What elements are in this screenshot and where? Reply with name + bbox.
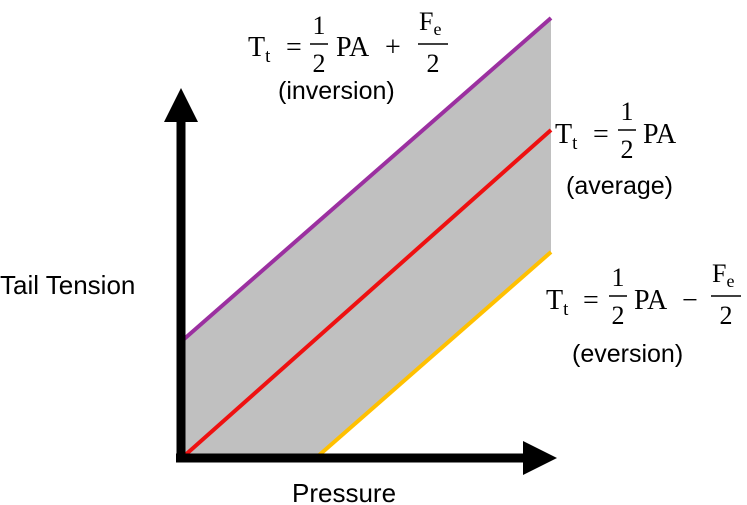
eversion-equation: Tt = 1 2 PA − Fe 2 <box>546 259 741 330</box>
eversion-frac1-num: 1 <box>612 263 625 292</box>
average-frac1-den: 2 <box>621 135 634 164</box>
inversion-line <box>181 16 553 342</box>
eversion-note: (eversion) <box>572 340 683 368</box>
eversion-operator: − <box>682 285 698 316</box>
average-note: (average) <box>566 172 673 200</box>
average-equals: = <box>593 119 609 150</box>
inversion-pa: PA <box>336 32 370 63</box>
average-pa: PA <box>643 119 677 150</box>
inversion-frac2-den: 2 <box>427 49 440 78</box>
eversion-frac2-den: 2 <box>720 301 733 330</box>
inversion-operator: + <box>385 32 401 63</box>
y-axis-arrowhead <box>164 88 198 122</box>
eversion-line <box>315 250 553 459</box>
average-line <box>181 128 553 459</box>
tension-range-band <box>183 18 551 457</box>
eversion-lhs: Tt <box>546 285 569 320</box>
average-frac1-num: 1 <box>621 97 634 126</box>
average-equation: Tt = 1 2 PA <box>555 97 677 164</box>
inversion-frac2-num: Fe <box>419 7 441 39</box>
inversion-note: (inversion) <box>278 77 395 105</box>
x-axis-label: Pressure <box>292 478 396 505</box>
eversion-frac2-num: Fe <box>712 259 734 291</box>
inversion-lhs: Tt <box>248 32 271 67</box>
eversion-equals: = <box>583 285 599 316</box>
x-axis-arrowhead <box>523 441 557 475</box>
average-lhs: Tt <box>555 119 578 154</box>
y-axis-label: Tail Tension <box>0 270 135 300</box>
inversion-equation: Tt = 1 2 PA + Fe 2 <box>248 7 448 78</box>
inversion-frac1-num: 1 <box>313 11 326 40</box>
inversion-frac1-den: 2 <box>313 49 326 78</box>
inversion-equals: = <box>286 32 302 63</box>
eversion-frac1-den: 2 <box>612 301 625 330</box>
eversion-pa: PA <box>634 285 668 316</box>
